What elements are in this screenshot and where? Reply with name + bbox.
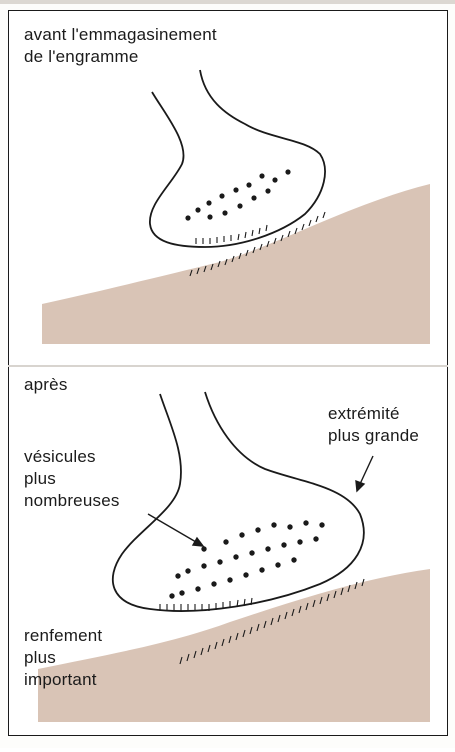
caption-before: avant l'emmagasinement de l'engramme [24, 24, 217, 68]
caption-after: après [24, 374, 68, 396]
presynaptic-terminal-before [150, 70, 325, 247]
vesicles-after [169, 520, 324, 598]
label-greater-thickening: renfement plus important [24, 625, 102, 691]
presynaptic-terminal-after [113, 392, 364, 611]
label-more-vesicles: vésicules plus nombreuses [24, 446, 120, 512]
arrowhead-tip [356, 481, 364, 491]
arrowhead-vesicles [193, 538, 203, 546]
vesicles-before [185, 169, 290, 220]
postsynaptic-tissue-before [42, 184, 430, 344]
label-larger-tip: extrémité plus grande [328, 403, 419, 447]
